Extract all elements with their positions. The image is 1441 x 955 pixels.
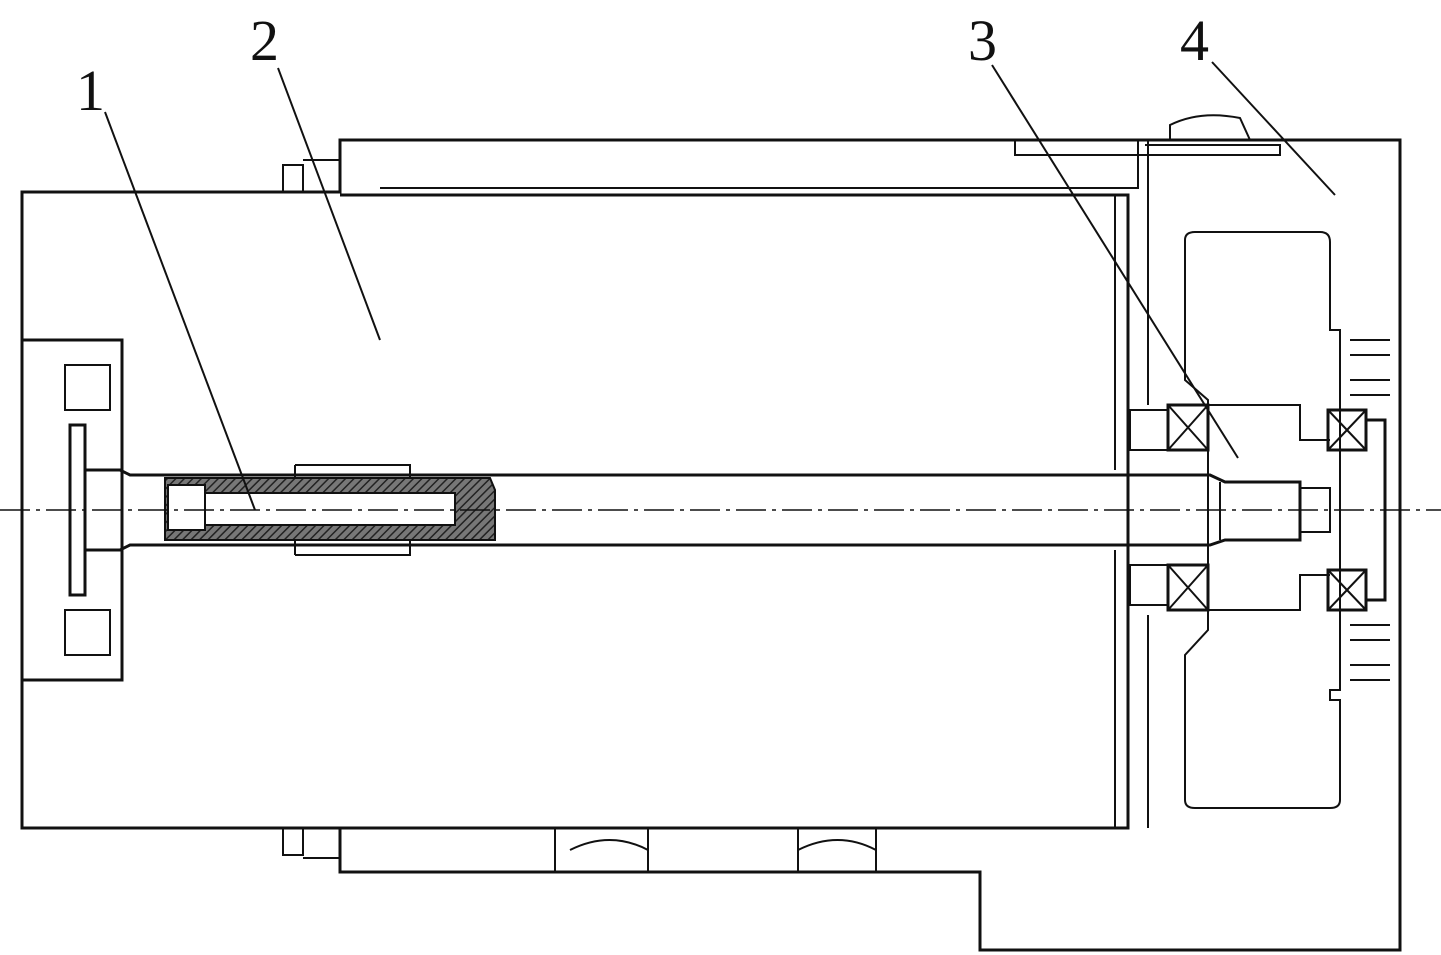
part-label-3: 3 — [968, 8, 997, 73]
left-end-plate — [22, 338, 124, 682]
stud-top — [282, 164, 304, 193]
bearing-left-top — [1129, 403, 1210, 452]
housing-4-outline — [20, 138, 1402, 952]
leader-line-1 — [104, 111, 256, 511]
bearing-right-top — [1326, 408, 1368, 452]
motor-body-2 — [340, 193, 1130, 830]
top-fitting — [1014, 114, 1281, 156]
bolts-right — [1350, 339, 1390, 681]
left-bolt-top — [64, 364, 111, 411]
bearing-left-bottom — [1129, 563, 1210, 612]
part-label-1: 1 — [76, 58, 105, 123]
housing-cavity — [1184, 231, 1341, 809]
left-flange — [68, 423, 87, 597]
leader-line-2 — [277, 67, 381, 341]
left-bolt-bottom — [64, 609, 111, 656]
bearing-right-bottom — [1326, 568, 1368, 612]
part-label-4: 4 — [1180, 8, 1209, 73]
leader-line-4 — [1211, 61, 1336, 196]
part-label-2: 2 — [250, 8, 279, 73]
leader-line-3 — [991, 64, 1239, 459]
hub-3 — [1208, 404, 1330, 611]
stud-bottom — [282, 827, 304, 856]
shaft — [85, 468, 1302, 552]
